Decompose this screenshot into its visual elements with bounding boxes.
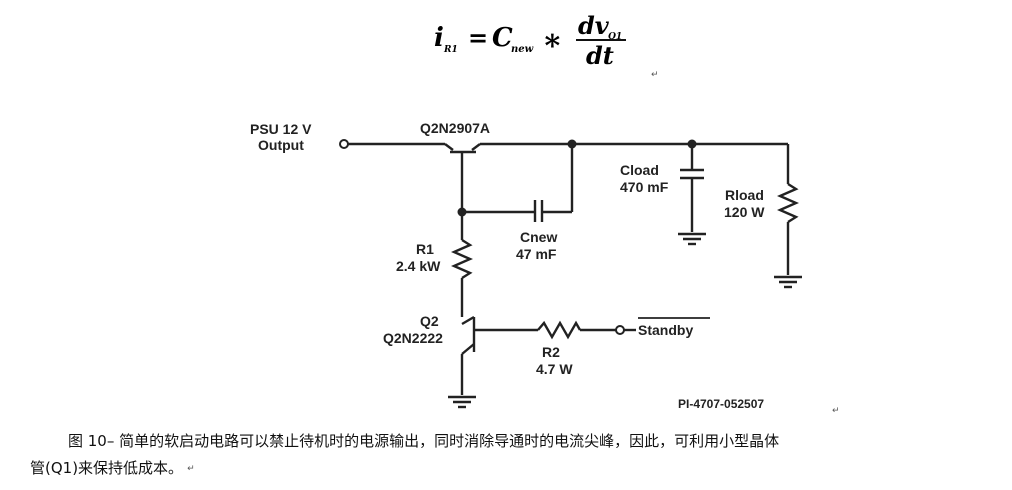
q2-name-label: Q2	[420, 313, 439, 329]
caption-text-1: 图 10– 简单的软启动电路可以禁止待机时的电源输出，同时消除导通时的电流尖峰，…	[68, 432, 780, 450]
caption-line-1: 图 10– 简单的软启动电路可以禁止待机时的电源输出，同时消除导通时的电流尖峰，…	[30, 428, 1005, 455]
formula-i: i	[434, 23, 444, 53]
paragraph-mark: ↵	[832, 406, 840, 416]
figure-id-label: PI-4707-052507	[678, 397, 764, 411]
standby-label: Standby	[638, 322, 693, 338]
rload-name-label: Rload	[725, 187, 764, 203]
psu-output-label: Output	[258, 137, 304, 153]
r2-value-label: 4.7 W	[536, 361, 573, 377]
q2-part-label: Q2N2222	[383, 330, 443, 346]
cnew-value-label: 47 mF	[516, 246, 557, 262]
junction-dot	[567, 139, 577, 149]
formula-i-subscript: R1	[443, 45, 458, 55]
cload-name-label: Cload	[620, 162, 659, 178]
q1-part-label: Q2N2907A	[420, 120, 490, 136]
rload-value-label: 120 W	[724, 204, 765, 220]
paragraph-mark: ↵	[187, 464, 195, 474]
formula-denominator: dt	[586, 41, 614, 68]
ground-symbol	[774, 275, 802, 289]
caption-text-2: 管(Q1)来保持低成本。	[30, 459, 184, 477]
formula-times: ∗	[542, 23, 563, 58]
r1-name-label: R1	[416, 241, 434, 257]
psu-label: PSU 12 V	[250, 121, 312, 137]
paragraph-mark: ↵	[651, 70, 659, 80]
ground-symbol	[448, 395, 476, 409]
formula-numerator-subscript: Q1	[608, 32, 622, 42]
formula: i R1 = C new ∗ dv Q1 dt	[420, 8, 660, 68]
wires	[348, 142, 799, 395]
r2-name-label: R2	[542, 344, 560, 360]
formula-c-subscript: new	[511, 44, 534, 55]
junction-dot	[687, 139, 697, 149]
ground-symbol	[678, 232, 706, 246]
formula-equals: =	[468, 23, 488, 52]
cnew-name-label: Cnew	[520, 229, 557, 245]
formula-c: C	[492, 23, 513, 53]
standby-terminal	[615, 325, 625, 335]
junction-dot	[457, 207, 467, 217]
circuit-schematic: PSU 12 V Output Q2N2907A Cload 470 mF Rl…	[250, 120, 802, 411]
psu-terminal	[339, 139, 349, 149]
formula-numerator: dv	[578, 11, 610, 40]
r1-value-label: 2.4 kW	[396, 258, 441, 274]
caption-line-2: 管(Q1)来保持低成本。↵	[30, 455, 1005, 485]
figure-caption: 图 10– 简单的软启动电路可以禁止待机时的电源输出，同时消除导通时的电流尖峰，…	[30, 428, 1005, 485]
cload-value-label: 470 mF	[620, 179, 669, 195]
